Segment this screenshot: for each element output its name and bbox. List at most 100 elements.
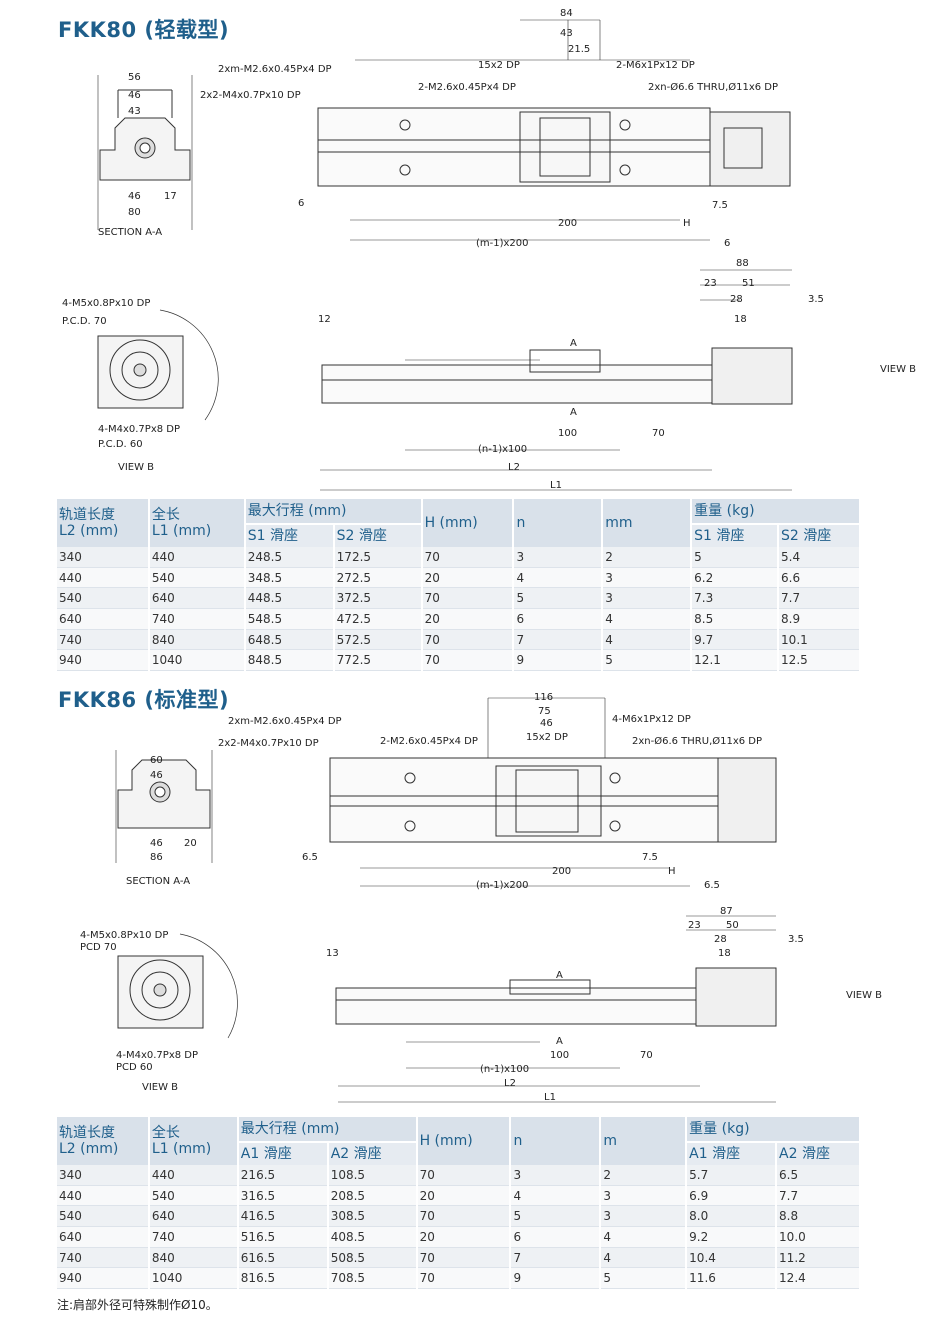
- dim-l1: L1: [550, 480, 562, 491]
- label-thru-holes: 2xn-Ø6.6 THRU,Ø11x6 DP: [632, 735, 762, 747]
- dim-n-1-100: (n-1)x100: [480, 1064, 529, 1075]
- label-m5-holes: 4-M5x0.8Px10 DP: [80, 930, 168, 941]
- cell: 616.5: [237, 1247, 329, 1269]
- dim-section-46b: 46: [150, 838, 163, 849]
- cell: 440: [57, 1185, 150, 1207]
- dim-6-5-right: 6.5: [704, 880, 720, 891]
- dim-section-17: 17: [164, 191, 177, 202]
- cell: 2: [600, 1165, 688, 1186]
- label-pcd70: P.C.D. 70: [62, 316, 107, 327]
- cell: 70: [421, 547, 515, 568]
- cell: 6: [510, 1226, 602, 1248]
- cell: 10.4: [686, 1247, 778, 1269]
- header-n: n: [510, 1117, 602, 1165]
- cell: 8.8: [776, 1205, 861, 1228]
- cell: 840: [148, 1247, 239, 1269]
- cell: 640: [57, 608, 150, 630]
- header-rail-length: 轨道长度 L2 (mm): [57, 1117, 150, 1165]
- cell: 940: [57, 649, 150, 672]
- cell: 1040: [148, 1267, 239, 1290]
- cell: 516.5: [237, 1226, 329, 1248]
- cell: 20: [421, 567, 515, 589]
- cell: 6: [513, 608, 604, 630]
- cell: 640: [148, 587, 246, 610]
- section-marker-a-top: A: [570, 338, 577, 349]
- drawing-labels-fkk86: 60 46 46 20 86 SECTION A-A 116 75 46 15x…: [80, 692, 882, 1103]
- cell: 348.5: [244, 567, 335, 589]
- dim-n-1-100: (n-1)x100: [478, 444, 527, 455]
- dim-6-5-left: 6.5: [302, 852, 318, 863]
- label-m2-6-slider: 2-M2.6x0.45Px4 DP: [380, 736, 478, 747]
- view-b-label: VIEW B: [118, 462, 154, 473]
- dim-7-5: 7.5: [712, 200, 728, 211]
- dim-84: 84: [560, 8, 573, 19]
- cell: 6.9: [686, 1185, 778, 1207]
- view-b-arrow-label: VIEW B: [880, 364, 916, 375]
- cell: 3: [510, 1165, 602, 1186]
- cell: 5.7: [686, 1165, 778, 1186]
- cell: 648.5: [244, 629, 335, 651]
- cell: 6.2: [691, 567, 780, 589]
- section-marker-a-top: A: [556, 970, 563, 981]
- cell: 248.5: [244, 547, 335, 568]
- label-m2-6-holes: 2xm-M2.6x0.45Px4 DP: [228, 716, 342, 727]
- dim-23: 23: [704, 278, 717, 289]
- cell: 540: [148, 567, 246, 589]
- header-weight-s2: S2 滑座: [778, 524, 861, 547]
- dim-h: H: [683, 218, 691, 229]
- dim-12: 12: [318, 314, 331, 325]
- dim-75: 75: [538, 706, 551, 717]
- cell: 440: [148, 1165, 239, 1186]
- cell: 4: [602, 629, 693, 651]
- label-pcd60: P.C.D. 60: [98, 439, 143, 450]
- cell: 9.7: [691, 629, 780, 651]
- dim-6-left: 6: [298, 198, 304, 209]
- cell: 708.5: [327, 1267, 418, 1290]
- dim-87: 87: [720, 906, 733, 917]
- cell: 4: [510, 1185, 602, 1207]
- cell: 472.5: [333, 608, 423, 630]
- header-weight-a1: A1 滑座: [686, 1142, 778, 1165]
- cell: 7: [510, 1247, 602, 1269]
- dim-6-right: 6: [724, 238, 730, 249]
- dim-3-5: 3.5: [788, 934, 804, 945]
- cell: 7.7: [776, 1185, 861, 1207]
- cell: 740: [148, 608, 246, 630]
- dim-section-86: 86: [150, 852, 163, 863]
- dim-section-80: 80: [128, 207, 141, 218]
- dim-51: 51: [742, 278, 755, 289]
- cell: 172.5: [333, 547, 423, 568]
- cell: 1040: [148, 649, 246, 672]
- header-stroke-s1: S1 滑座: [244, 524, 335, 547]
- cell: 740: [57, 629, 150, 651]
- cell: 7: [513, 629, 604, 651]
- cell: 7.3: [691, 587, 780, 610]
- cell: 440: [57, 567, 150, 589]
- dim-m-1-200: (m-1)x200: [476, 880, 529, 891]
- cell: 540: [57, 1205, 150, 1228]
- dim-100: 100: [550, 1050, 569, 1061]
- cell: 7.7: [778, 587, 861, 610]
- header-max-stroke: 最大行程 (mm): [244, 499, 423, 525]
- technical-drawing-fkk86: 60 46 46 20 86 SECTION A-A 116 75 46 15x…: [80, 692, 882, 1103]
- label-m4-view: 4-M4x0.7Px8 DP: [98, 424, 180, 435]
- view-b-arrow-label: VIEW B: [846, 990, 882, 1001]
- cell: 9: [510, 1267, 602, 1290]
- header-n: n: [513, 499, 604, 547]
- cell: 2: [602, 547, 693, 568]
- cell: 3: [602, 567, 693, 589]
- cell: 5: [510, 1205, 602, 1228]
- cell: 640: [57, 1226, 150, 1248]
- drawing-fkk80: 56 46 43 46 17 80 SECTION A-A 84 43 21.5…: [0, 0, 930, 498]
- dim-section-43: 43: [128, 106, 141, 117]
- cell: 416.5: [237, 1205, 329, 1228]
- dim-21-5: 21.5: [568, 44, 590, 55]
- cell: 10.0: [776, 1226, 861, 1248]
